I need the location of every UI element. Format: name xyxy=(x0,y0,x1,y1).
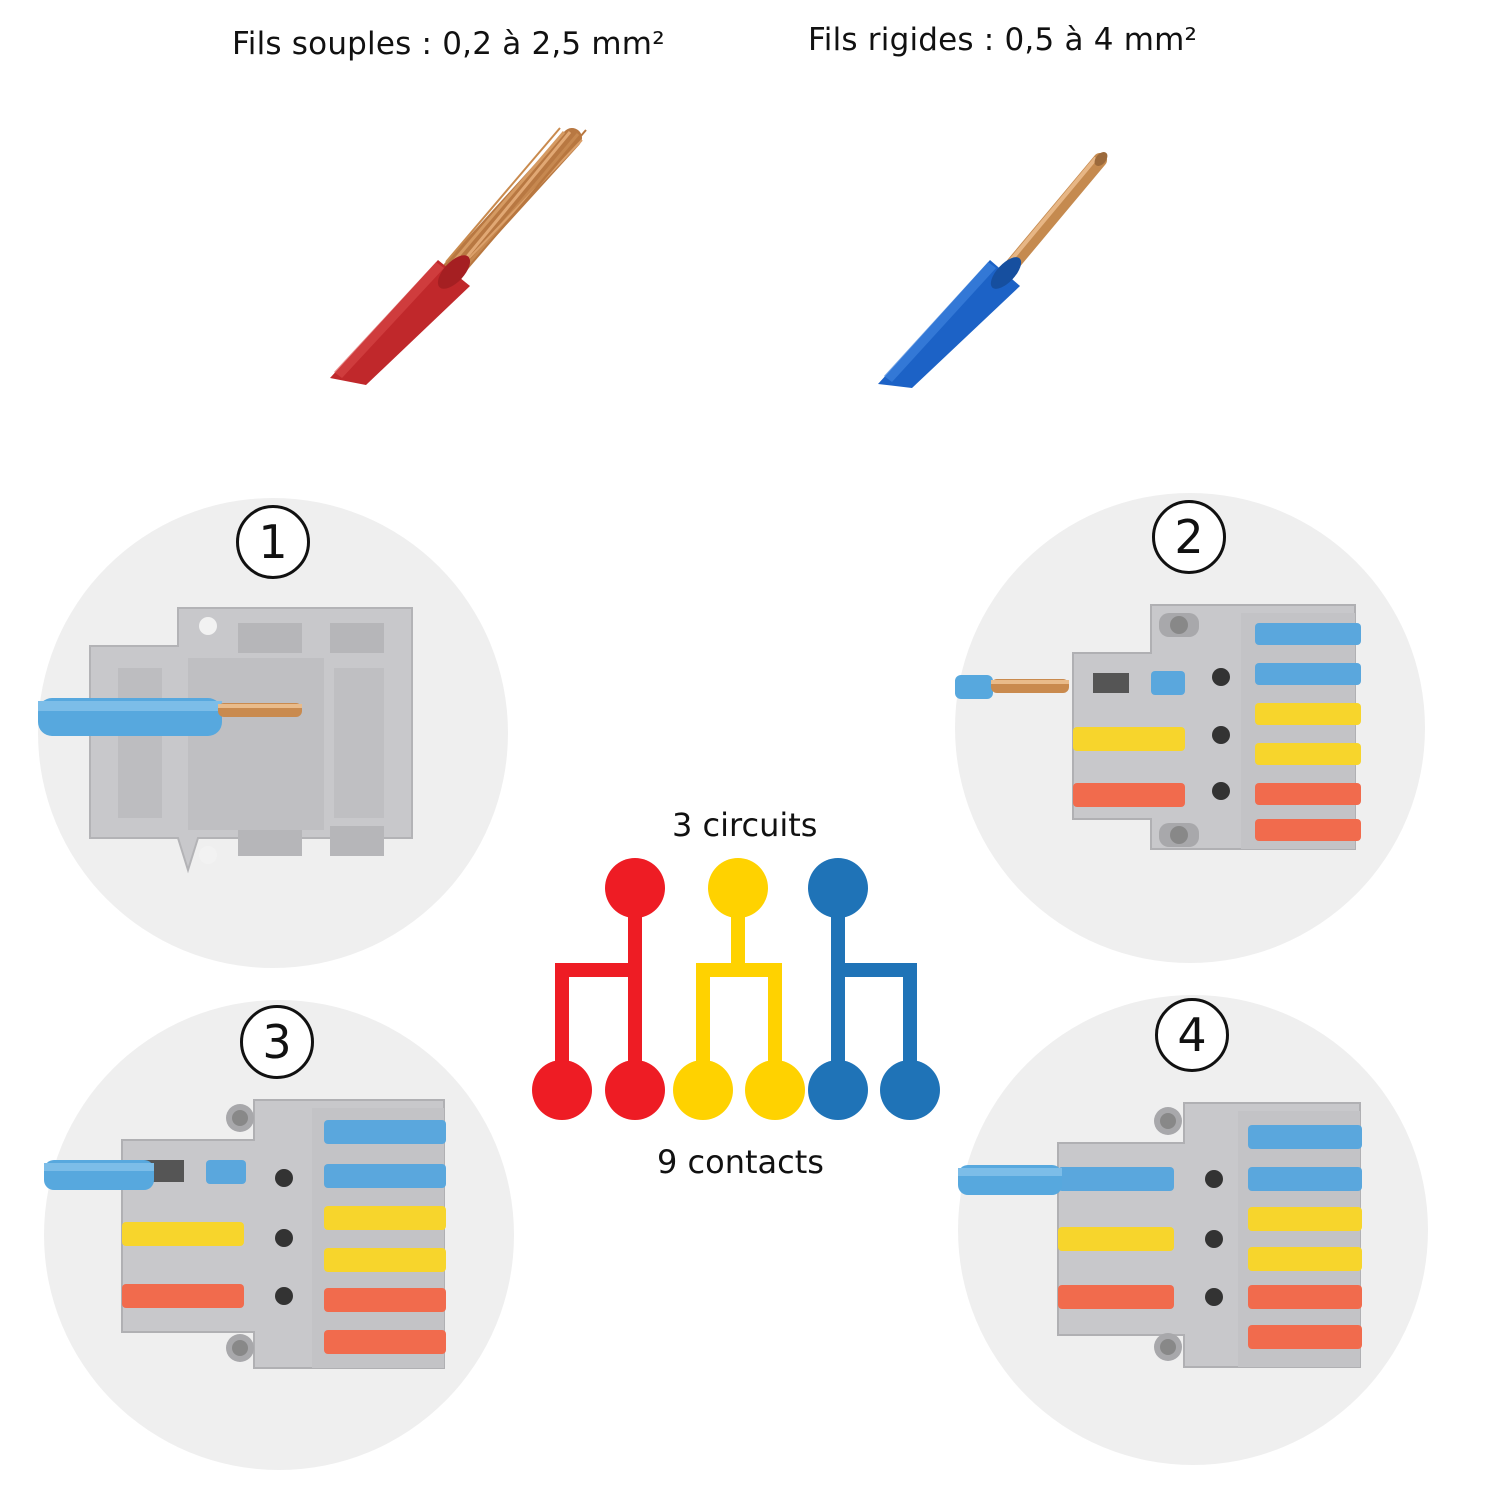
raised-lever xyxy=(206,1160,246,1184)
circuits-label: 3 circuits xyxy=(672,806,818,844)
flexible-wire-label: Fils souples : 0,2 à 2,5 mm² xyxy=(232,26,665,62)
step-1-connector-back xyxy=(38,607,413,874)
contacts-label: 9 contacts xyxy=(657,1143,824,1181)
red-circuit xyxy=(532,858,665,1120)
rigid-wire-image xyxy=(878,152,1108,388)
red-input-node xyxy=(605,858,665,918)
yellow-output-node xyxy=(745,1060,805,1120)
red-insulation xyxy=(330,255,471,385)
stranded-copper-core xyxy=(442,127,587,280)
blue-insulation xyxy=(878,257,1022,388)
step-4-wire-locked xyxy=(958,1102,1362,1368)
yellow-input-node xyxy=(708,858,768,918)
yellow-circuit xyxy=(673,858,805,1120)
flexible-wire-image xyxy=(330,127,587,385)
red-output-node xyxy=(605,1060,665,1120)
step-number-3: 3 xyxy=(240,1005,314,1079)
raised-lever xyxy=(1151,671,1185,695)
blue-input-node xyxy=(808,858,868,918)
rigid-wire-label: Fils rigides : 0,5 à 4 mm² xyxy=(808,22,1198,58)
blue-output-node xyxy=(880,1060,940,1120)
circuit-tree-diagram xyxy=(532,858,940,1120)
step-2-connector-open xyxy=(955,604,1361,850)
step-number-2: 2 xyxy=(1152,500,1226,574)
red-output-node xyxy=(532,1060,592,1120)
blue-output-node xyxy=(808,1060,868,1120)
solid-copper-core xyxy=(1001,152,1108,277)
step-number-4: 4 xyxy=(1155,998,1229,1072)
yellow-output-node xyxy=(673,1060,733,1120)
blue-cable xyxy=(955,675,993,699)
closed-lever xyxy=(1058,1167,1174,1191)
step-number-1: 1 xyxy=(236,505,310,579)
step-3-wire-inserted xyxy=(44,1099,446,1369)
blue-circuit xyxy=(808,858,940,1120)
